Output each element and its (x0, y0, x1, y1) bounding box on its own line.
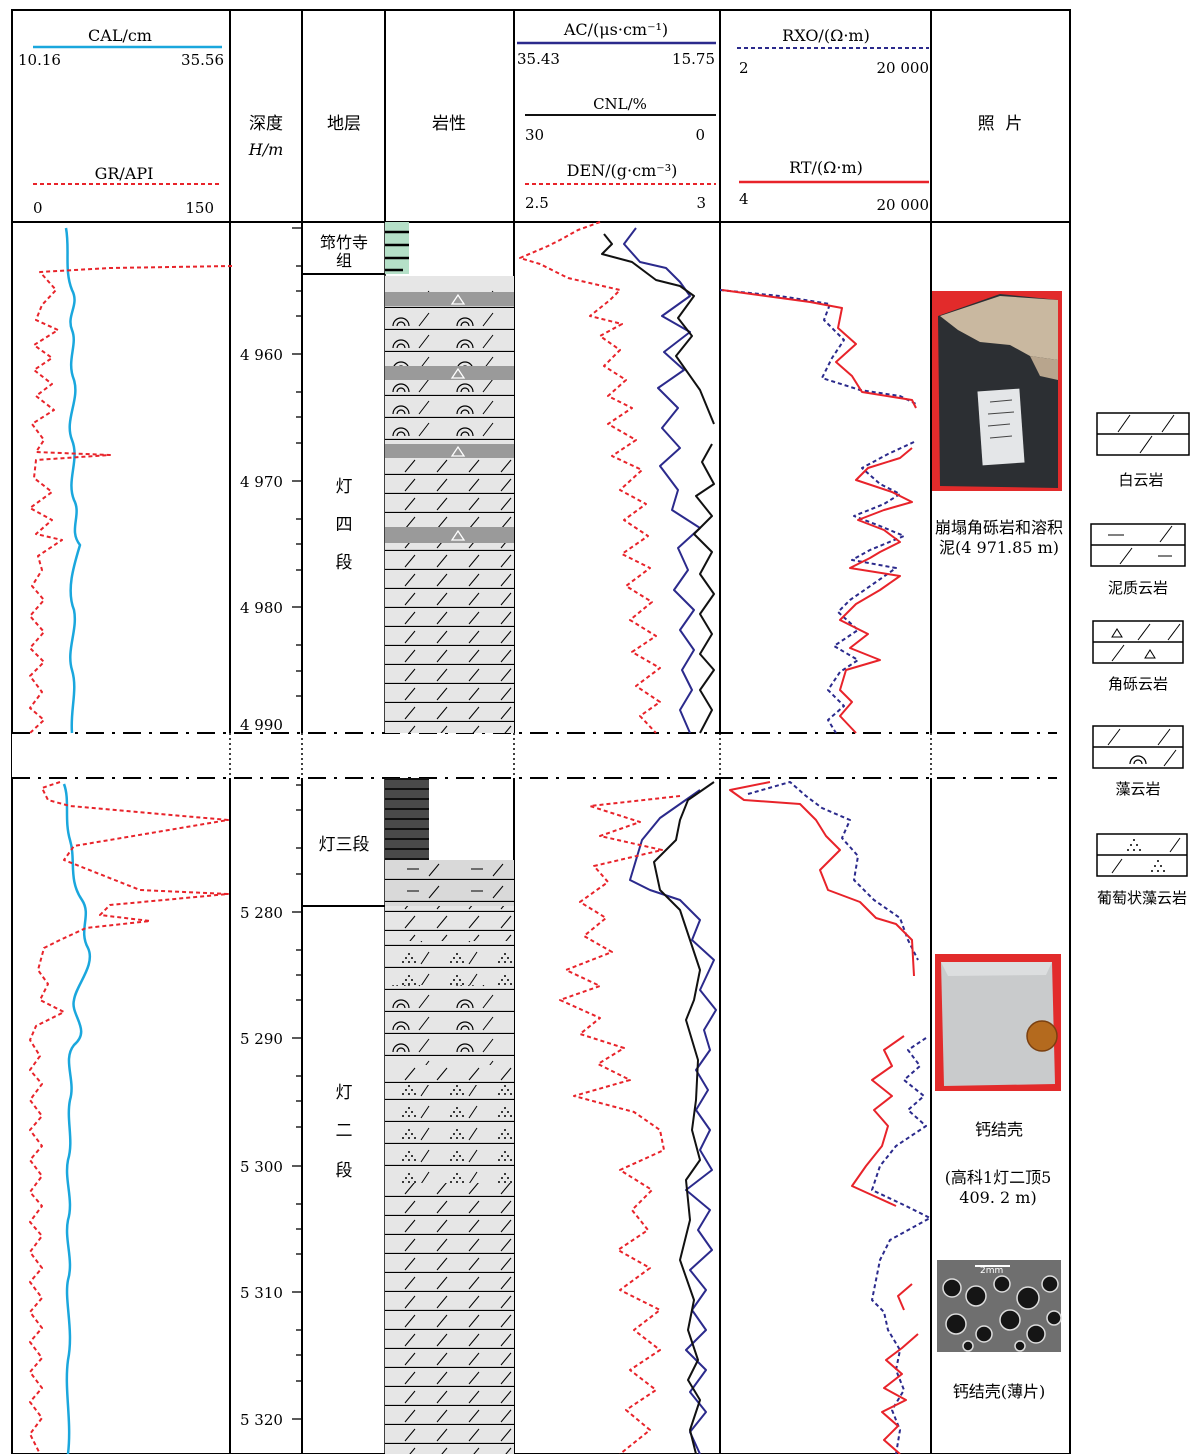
ac-min: 35.43 (517, 50, 560, 68)
rt-max: 20 000 (877, 196, 930, 214)
legend-label-botryoidal-algal-dolomite: 葡萄状藻云岩 (1096, 889, 1187, 907)
litho-breccia-band (385, 366, 514, 380)
litho-breccia-band (385, 292, 514, 306)
legend-label-breccia-dolomite: 角砾云岩 (1107, 675, 1168, 693)
depth-tick-label: 5 320 (240, 1411, 283, 1429)
litho-algal (385, 985, 514, 1065)
scale-bar-label: 2mm (980, 1266, 1003, 1276)
cnl-curve-lower (653, 781, 715, 1454)
photo-caption-breccia: 崩塌角砾岩和溶积泥(4 971.85 m) (934, 518, 1063, 557)
legend-swatch-dolomite (1096, 412, 1190, 456)
strat-qiongzhusi-2: 组 (336, 251, 352, 270)
depth-tick-label: 5 280 (240, 904, 283, 922)
strat-deng4-char: 四 (336, 515, 353, 535)
strat-deng3: 灯三段 (319, 835, 370, 855)
depth-track: 4 960 4 970 4 980 4 990 5 280 5 290 5 30… (240, 227, 302, 1429)
strata-track: 筇竹寺 组 灯 四 段 灯三段 灯 二 段 (302, 222, 386, 1454)
legend-swatch-breccia-dolomite (1092, 620, 1184, 664)
depth-tick-label: 4 970 (240, 473, 283, 491)
rt-min: 4 (739, 190, 749, 208)
photo-caption-thin-section: 钙结壳(薄片) (952, 1382, 1046, 1401)
gr-curve-lower (29, 781, 229, 1454)
litho-dolomite (385, 1183, 514, 1454)
den-min: 2.5 (525, 194, 549, 212)
litho-qiongzhusi (385, 222, 409, 274)
strat-deng2-char: 二 (336, 1121, 353, 1141)
strat-deng2-char: 灯 (336, 1083, 353, 1103)
legend-label-algal-dolomite: 藻云岩 (1115, 780, 1161, 798)
ac-title: AC/(μs·cm⁻¹) (563, 20, 668, 39)
cnl-curve-upper (601, 233, 715, 734)
litho-algal (385, 380, 514, 444)
den-max: 3 (696, 194, 706, 212)
ac-curve-lower (629, 789, 717, 1454)
cal-min: 10.16 (18, 51, 61, 69)
depth-tick-label: 5 300 (240, 1158, 283, 1176)
den-title: DEN/(g·cm⁻³) (567, 161, 678, 180)
cal-curve-lower (62, 783, 92, 1454)
litho-dolomite (385, 1065, 514, 1085)
lithology-column (385, 222, 514, 1454)
rxo-title: RXO/(Ω·m) (782, 26, 870, 45)
cnl-title: CNL/% (593, 95, 647, 113)
den-curve-lower (559, 795, 681, 1454)
depth-label: 深度 (249, 114, 283, 134)
litho-breccia-band (385, 527, 514, 543)
strat-deng2-char: 段 (336, 1161, 353, 1181)
log-curves (29, 221, 931, 1454)
strat-deng4-char: 灯 (336, 477, 353, 497)
depth-tick-label: 4 960 (240, 346, 283, 364)
litho-algal (385, 308, 514, 366)
litho-botryoidal (385, 1085, 514, 1183)
legend-label-dolomite: 白云岩 (1118, 471, 1164, 489)
photo-caption-calcrete: 钙结壳 (974, 1120, 1023, 1139)
litho-label: 岩性 (432, 114, 466, 134)
strat-deng4-char: 段 (336, 553, 353, 573)
rxo-max: 20 000 (877, 59, 930, 77)
photo-thin-section: 2mm (937, 1260, 1062, 1352)
depth-tick-label: 4 980 (240, 599, 283, 617)
strat-label: 地层 (327, 114, 361, 134)
cnl-min: 30 (525, 126, 544, 144)
strat-qiongzhusi-1: 筇竹寺 (320, 233, 368, 252)
depth-unit: H/m (248, 140, 284, 159)
rt-curve-upper (721, 289, 917, 734)
litho-breccia-band (385, 444, 514, 458)
cal-max: 35.56 (181, 51, 224, 69)
depth-tick-label: 4 990 (240, 716, 283, 734)
litho-argillaceous-dolomite (385, 860, 514, 906)
depth-tick-label: 5 310 (240, 1284, 283, 1302)
depth-tick-label: 5 290 (240, 1030, 283, 1048)
photo-label: 照 片 (978, 114, 1023, 134)
gr-min: 0 (33, 199, 43, 217)
gr-title: GR/API (95, 164, 154, 183)
legend-swatch-botryoidal-algal-dolomite (1096, 833, 1188, 877)
photo-calcrete (935, 954, 1061, 1091)
cal-title: CAL/cm (88, 26, 152, 45)
gr-curve-upper (29, 265, 233, 734)
rxo-curve-lower (747, 781, 931, 1454)
legend-swatch-argillaceous-dolomite (1090, 523, 1186, 567)
legend-swatch-algal-dolomite (1092, 725, 1184, 769)
photo-note-calcrete: (高科1灯二顶5 409. 2 m) (944, 1168, 1052, 1207)
legend-label-argillaceous-dolomite: 泥质云岩 (1107, 579, 1168, 597)
cnl-max: 0 (695, 126, 705, 144)
den-curve-upper (519, 221, 661, 734)
ac-max: 15.75 (672, 50, 715, 68)
cal-curve-upper (64, 227, 82, 734)
legend (1090, 412, 1190, 877)
litho-dolomite (385, 906, 514, 941)
photo-breccia (932, 291, 1062, 491)
rxo-curve-upper (719, 289, 917, 734)
rxo-min: 2 (739, 59, 749, 77)
rt-curve-lower (729, 781, 919, 1454)
rt-title: RT/(Ω·m) (789, 158, 863, 177)
litho-deng3-shale (385, 778, 429, 860)
depth-break (12, 732, 1057, 779)
litho-botryoidal (385, 941, 514, 985)
gr-max: 150 (185, 199, 214, 217)
